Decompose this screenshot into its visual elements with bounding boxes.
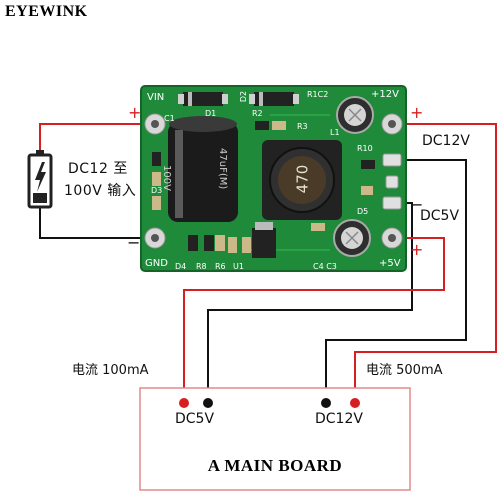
dc5v-positive-wire [183,237,445,402]
battery-positive-wire [39,123,150,160]
small-capacitor-top [336,96,374,134]
input-minus-sign: − [127,233,141,252]
capacitor-text-value: 47uF(M) [217,148,228,190]
main-board-dc12v-positive-dot [350,398,360,408]
pcb-label-r10: R10 [357,144,373,153]
main-board-title: A MAIN BOARD [207,456,343,475]
pcb-label-d2: D2 [239,90,249,103]
input-voltage-label-line1: DC12 至 [68,161,128,177]
small-capacitor-bottom [333,219,371,257]
pcb-label-d3: D3 [151,186,163,195]
current-left-label: 电流 100mA [72,363,149,378]
terminal-vin-plus [144,113,166,135]
pcb-module [140,85,407,272]
main-board-dc5v-label: DC5V [175,411,215,427]
pcb-label-r8: R8 [196,262,207,271]
pcb-label-c1: C1 [164,114,175,123]
dc12v-negative-wire [325,159,467,402]
pcb-label-plus5v: +5V [379,258,401,269]
terminal-gnd-minus [144,227,166,249]
output-5v-label: DC5V [420,208,460,224]
capacitor-text-voltage: 100V [161,165,172,191]
pad-5v-gnd [382,196,402,210]
diode-d1 [178,92,228,106]
main-board-dc5v-negative-dot [203,398,213,408]
12v-minus-sign: − [410,150,424,169]
battery-icon [27,150,53,209]
main-board-dc5v-positive-dot [179,398,189,408]
pcb-label-d1: D1 [205,109,217,118]
output-12v-label: DC12V [422,133,470,149]
pcb-label-d4: D4 [175,262,187,271]
input-voltage-label-line2: 100V 输入 [64,183,137,199]
brand-logo: EYEWINK [5,3,88,20]
diode-d2 [249,92,299,106]
main-board-dc12v-negative-dot [321,398,331,408]
pcb-label-r6: R6 [215,262,226,271]
pcb-label-l1: L1 [330,128,340,137]
main-board-dc12v-label: DC12V [315,411,363,427]
dc12v-positive-wire [354,123,497,402]
5v-plus-sign: + [410,240,424,259]
5v-minus-sign: − [410,195,424,214]
pcb-label-plus12v: +12V [371,89,399,100]
pcb-label-u1: U1 [233,262,244,271]
inductor-code: 470 [293,164,312,194]
terminal-12v-plus [381,113,403,135]
pcb-label-gnd: GND [145,258,168,269]
pcb-label-vin: VIN [147,92,165,103]
pad-mid [385,175,399,189]
pad-12v-gnd [382,153,402,167]
battery-negative-wire [39,202,150,239]
pcb-label-r1c2: R1C2 [307,90,329,99]
12v-plus-sign: + [410,103,424,122]
terminal-5v-plus [381,227,403,249]
current-right-label: 电流 500mA [366,363,443,378]
inductor-470 [262,140,342,220]
pcb-label-r2: R2 [252,109,263,118]
electrolytic-capacitor-100v [168,116,238,222]
pcb-label-d5: D5 [357,207,369,216]
pcb-label-r3: R3 [297,122,308,131]
pcb-label-c4c3: C4 C3 [313,262,337,271]
regulator-u1 [252,222,276,258]
input-plus-sign: + [128,103,142,122]
